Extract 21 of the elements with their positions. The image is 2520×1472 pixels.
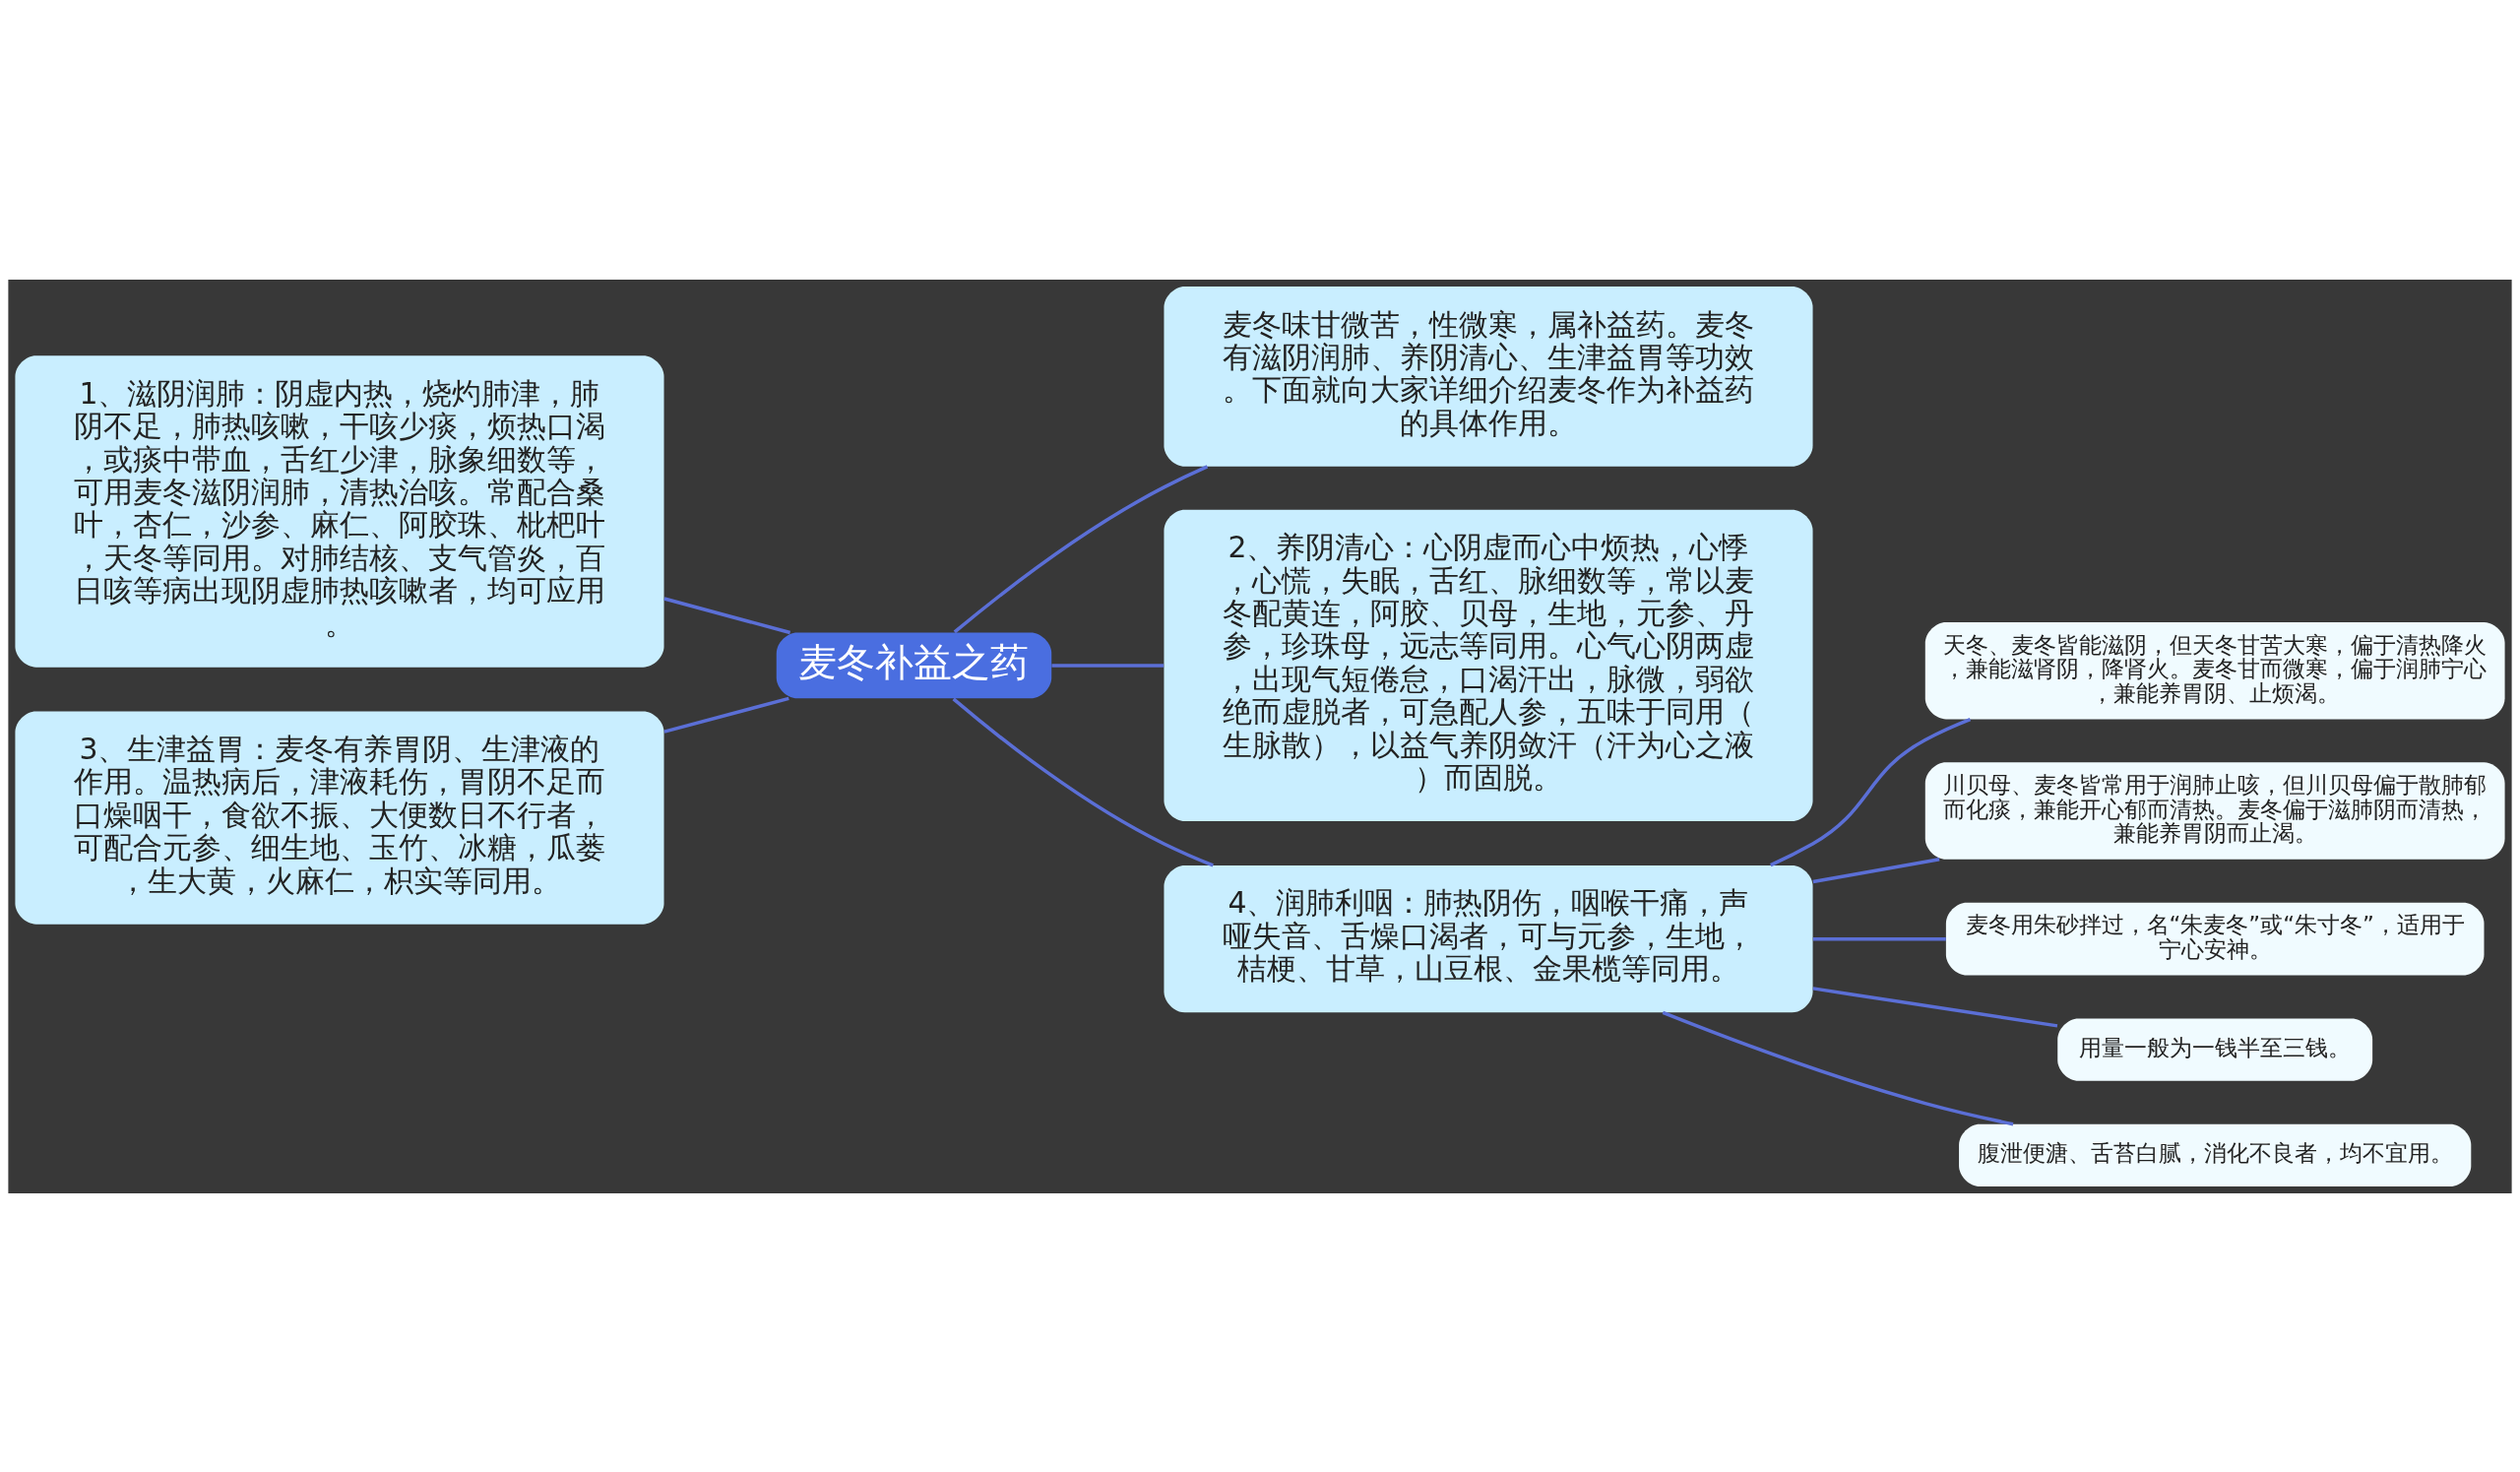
node-box: 4、润肺利咽：肺热阴伤，咽喉干痛，声哑失音、舌燥口渴者，可与元参，生地，桔梗、甘草，山豆根、金果榄等同用。 bbox=[1164, 864, 1813, 1012]
node-box: 麦冬味甘微苦，性微寒，属补益药。麦冬有滋阴润肺、养阴清心、生津益胃等功效。下面就向大家详细介绍麦冬作为补益药的具体作用。 bbox=[1164, 286, 1813, 467]
node-box: 用量一般为一钱半至三钱。 bbox=[2057, 1018, 2373, 1081]
connector bbox=[663, 596, 791, 634]
node-box: 麦冬用朱砂拌过，名“朱麦冬”或“朱寸冬”，适用于宁心安神。 bbox=[1945, 902, 2485, 976]
node-box: 1、滋阴润肺：阴虚内热，烧灼肺津，肺阴不足，肺热咳嗽，干咳少痰，烦热口渴，或痰中带血，舌红少津，脉象细数等，可用麦冬滋阴润肺，清热治咳。常配合桑叶，杏仁，沙参、麻仁、阿胶珠、枇杷叶，天冬等同用。对肺结核、支气管炎，百日咳等病出现阴虚肺热咳嗽者，均可应用。 bbox=[15, 354, 664, 668]
connector bbox=[953, 464, 1209, 633]
connector bbox=[1051, 663, 1165, 668]
connector bbox=[663, 696, 789, 734]
connector bbox=[1770, 717, 1972, 866]
node-box: 2、养阴清心：心阴虚而心中烦热，心悸，心慌，失眠，舌红、脉细数等，常以麦冬配黄连，阿胶、贝母，生地，元参、丹参，珍珠母，远志等同用。心气心阴两虚，出现气短倦怠，口渴汗出，脉微，弱欲绝而虚脱者，可急配人参，五味于同用（生脉散），以益气养阴敛汗（汗为心之液）而固脱。 bbox=[1164, 509, 1813, 821]
node-box: 3、生津益胃：麦冬有养胃阴、生津液的作用。温热病后，津液耗伤，胃阴不足而口燥咽干，食欲不振、大便数日不行者，可配合元参、细生地、玉竹、冰糖，瓜蒌，生大黄，火麻仁，枳实等同用。 bbox=[15, 711, 664, 925]
connector bbox=[1812, 986, 2058, 1028]
connector bbox=[1662, 1010, 2014, 1125]
node-box: 川贝母、麦冬皆常用于润肺止咳，但川贝母偏于散肺郁而化痰，兼能开心郁而清热。麦冬偏于滋肺阴而清热，兼能养胃阴而止渴。 bbox=[1924, 761, 2505, 860]
connector bbox=[1812, 857, 1940, 883]
connector bbox=[1812, 936, 1946, 940]
node-box: 麦冬补益之药 bbox=[776, 632, 1052, 698]
connector bbox=[952, 697, 1214, 867]
node-box: 腹泄便溏、舌苔白腻，消化不良者，均不宜用。 bbox=[1959, 1123, 2472, 1186]
node-box: 天冬、麦冬皆能滋阴，但天冬甘苦大寒，偏于清热降火，兼能滋肾阴，降肾火。麦冬甘而微寒，偏于润肺宁心，兼能养胃阴、止烦渴。 bbox=[1924, 621, 2505, 719]
